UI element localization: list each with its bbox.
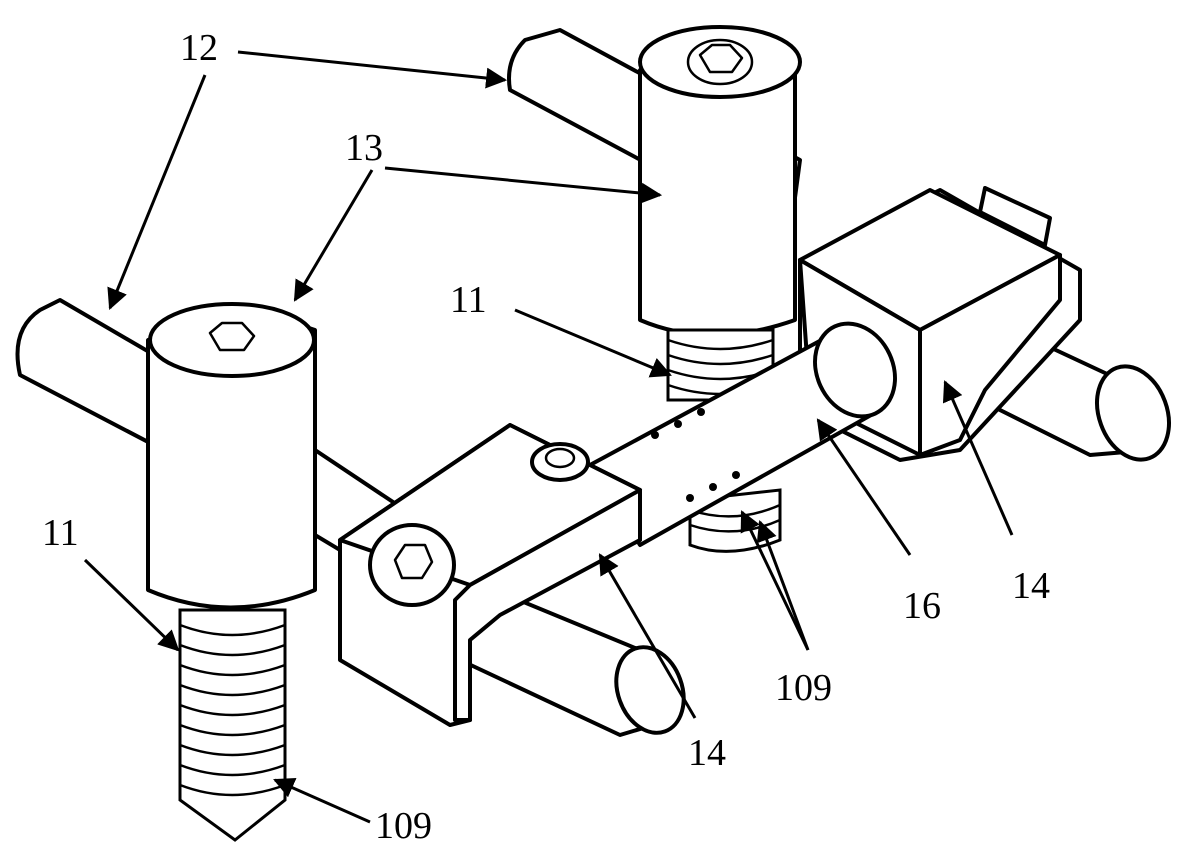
- back-hex-socket-icon: [686, 38, 754, 86]
- left-clamp-hex-icon: [393, 543, 434, 580]
- back-hex-icon: [698, 43, 744, 74]
- label-13: 13: [345, 127, 383, 169]
- label-14-left: 14: [688, 732, 726, 774]
- leader-lines: [83, 50, 1014, 824]
- label-109-back: 109: [775, 667, 832, 709]
- rod-collar: [813, 321, 897, 419]
- left-clamp-top-screw-icon: [544, 447, 576, 469]
- label-12: 12: [180, 27, 218, 69]
- label-109-front: 109: [375, 805, 432, 847]
- connecting-rod: [588, 321, 897, 547]
- label-11-back: 11: [450, 279, 487, 321]
- label-16: 16: [903, 585, 941, 627]
- front-hex-icon: [208, 321, 256, 352]
- left-clamp-top-screw: [530, 442, 590, 482]
- right-clamp-tab: [978, 186, 1052, 247]
- left-clamp-side-screw: [368, 523, 456, 607]
- front-thread: [178, 608, 287, 842]
- left-clamp: [338, 423, 686, 737]
- back-pin-assembly: [507, 25, 802, 553]
- label-14-right: 14: [1012, 565, 1050, 607]
- right-rod-face: [1095, 364, 1171, 462]
- left-clamp-front-face: [453, 488, 642, 722]
- front-post-head: [148, 302, 316, 378]
- rod-holes: [651, 408, 740, 502]
- reference-labels: 12 13 11 11 14 16 14 109 109: [42, 27, 1050, 847]
- back-post-head: [638, 25, 802, 99]
- front-pin-assembly: [15, 298, 422, 842]
- label-11-front: 11: [42, 512, 79, 554]
